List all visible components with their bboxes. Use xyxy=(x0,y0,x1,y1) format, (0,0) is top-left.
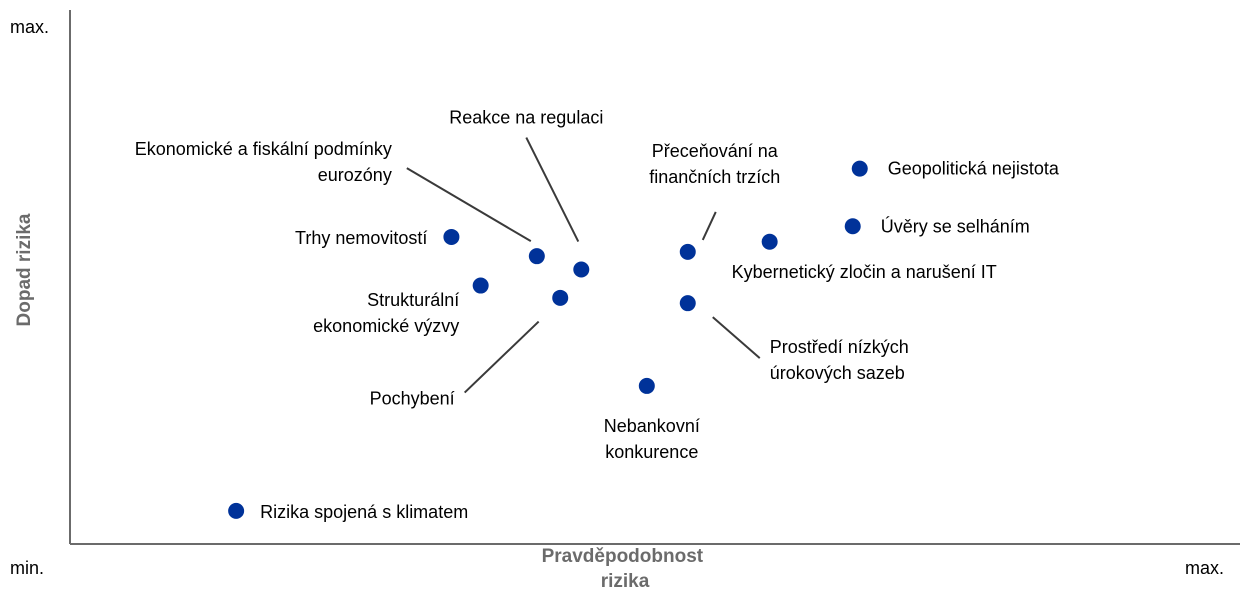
x-axis-max-label: max. xyxy=(1185,558,1224,578)
data-point xyxy=(851,160,868,177)
data-point xyxy=(679,243,696,260)
data-point xyxy=(472,277,489,294)
point-label: Trhy nemovitostí xyxy=(295,228,427,248)
data-point xyxy=(844,218,861,235)
point-label: Pochybení xyxy=(370,389,455,409)
point-label: Úvěry se selháním xyxy=(881,215,1030,236)
point-label: Geopolitická nejistota xyxy=(888,159,1060,179)
data-point xyxy=(573,261,590,278)
data-point xyxy=(679,295,696,312)
y-axis-title: Dopad rizika xyxy=(14,213,35,326)
x-axis-title: Pravděpodobnost rizika xyxy=(542,546,709,591)
leader-line xyxy=(701,211,717,241)
leader-line xyxy=(525,137,580,242)
x-axis-min-label: min. xyxy=(10,558,44,578)
data-point xyxy=(761,233,778,250)
data-point xyxy=(443,228,460,245)
data-point xyxy=(528,248,545,265)
leader-lines xyxy=(406,137,761,394)
leader-line xyxy=(463,320,540,394)
data-points xyxy=(228,160,868,519)
point-label: Reakce na regulaci xyxy=(449,108,603,128)
data-point xyxy=(552,289,569,306)
data-point xyxy=(638,377,655,394)
leader-line xyxy=(406,167,532,243)
point-label: Rizika spojená s klimatem xyxy=(260,502,468,522)
data-point xyxy=(228,502,245,519)
point-label: Kybernetický zločin a narušení IT xyxy=(732,262,997,282)
y-axis-max-label: max. xyxy=(10,17,49,37)
leader-line xyxy=(712,316,761,359)
